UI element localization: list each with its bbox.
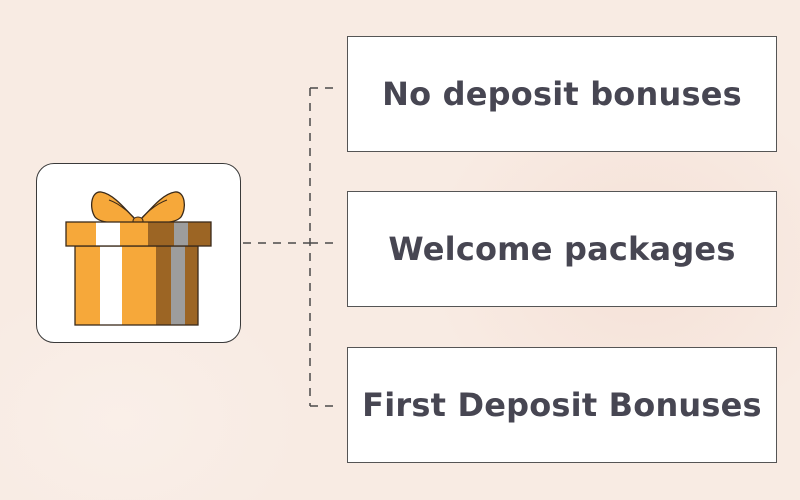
option-label: Welcome packages <box>388 230 736 268</box>
gift-icon <box>65 191 212 326</box>
option-label: No deposit bonuses <box>382 75 742 113</box>
bow-right-loop <box>136 191 186 224</box>
option-box-first-deposit: First Deposit Bonuses <box>347 347 777 463</box>
option-box-no-deposit: No deposit bonuses <box>347 36 777 152</box>
bow-left-loop <box>90 191 140 224</box>
gift-card <box>36 163 241 343</box>
option-box-welcome-packages: Welcome packages <box>347 191 777 307</box>
option-label: First Deposit Bonuses <box>362 386 762 424</box>
